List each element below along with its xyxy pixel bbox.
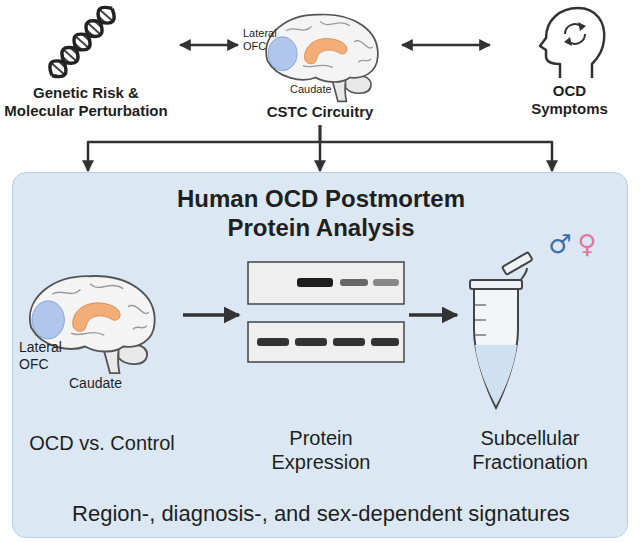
dna-strand <box>45 3 119 82</box>
node-label: ♂ <box>546 229 574 260</box>
node-label: Caudate <box>290 83 345 96</box>
node-label: OCD Symptoms <box>522 82 617 118</box>
node-label: Genetic Risk & Molecular Perturbation <box>0 84 172 120</box>
node-label: Protein Expression <box>256 426 386 474</box>
cycle-arrowhead <box>564 22 586 46</box>
connector-arrow <box>320 125 552 171</box>
node-label: OCD vs. Control <box>23 431 181 455</box>
node-label: Lateral OFC <box>19 339 71 373</box>
icon-group: Lateral OFC CaudateOCD vs. Control <box>17 251 181 476</box>
icon-group: Lateral OFC CaudateCSTC Circuitry <box>240 5 400 125</box>
connector-arrow <box>402 44 490 47</box>
head-outline <box>540 8 604 78</box>
brain-illustration <box>266 14 378 101</box>
panel-box: Human OCD Postmortem Protein AnalysisReg… <box>12 172 628 538</box>
icon-group: ♂♀ Subcellular Fractionation <box>459 229 601 476</box>
node-label: CSTC Circuitry <box>240 103 400 121</box>
icon-group: OCD Symptoms <box>492 5 638 122</box>
node-label: Region-, diagnosis-, and sex-dependent s… <box>21 501 621 527</box>
node-label: Lateral OFC <box>243 27 288 53</box>
dna-rungs <box>52 10 112 74</box>
node-label: Subcellular Fractionation <box>459 426 601 474</box>
connector-arrow <box>180 44 238 47</box>
icon-group: Genetic Risk & Molecular Perturbation <box>0 5 178 122</box>
node-label: Caudate <box>69 375 139 392</box>
node-label: Human OCD Postmortem Protein Analysis <box>161 185 481 243</box>
dna-strand <box>45 3 119 82</box>
cycle-arrow <box>565 24 585 44</box>
connector-arrow <box>319 125 322 171</box>
node-label: ♀ <box>573 229 601 260</box>
icon-group: Protein Expression <box>241 256 407 476</box>
connector-arrow <box>88 125 320 171</box>
